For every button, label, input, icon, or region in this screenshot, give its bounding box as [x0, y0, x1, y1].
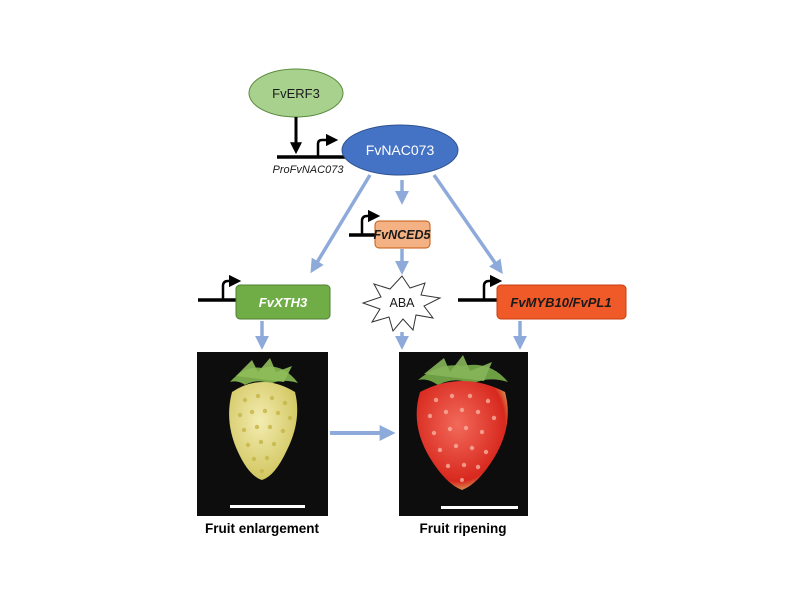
nac073-node: FvNAC073	[341, 124, 459, 176]
caption-ripening: Fruit ripening	[420, 521, 507, 536]
promoter-label: ProFvNAC073	[273, 164, 345, 176]
xth3-label: FvXTH3	[259, 295, 308, 310]
nced5-label: FvNCED5	[374, 228, 432, 242]
myb10-label: FvMYB10/FvPL1	[510, 295, 611, 310]
promoter-element: ProFvNAC073	[273, 133, 352, 176]
nac073-label: FvNAC073	[366, 142, 435, 158]
erf3-label: FvERF3	[272, 86, 320, 101]
aba-label: ABA	[389, 296, 415, 310]
ripe-fruit-photo	[399, 352, 528, 516]
nac073-to-xth3-arrow	[310, 174, 372, 274]
myb10-gene: FvMYB10/FvPL1	[458, 274, 627, 320]
xth3-gene: FvXTH3	[198, 274, 331, 320]
nced5-gene: FvNCED5	[349, 209, 432, 249]
erf3-node: FvERF3	[248, 68, 344, 118]
aba-node: ABA	[361, 275, 442, 333]
unripe-fruit-photo	[197, 352, 328, 516]
nac073-to-myb10-arrow	[432, 174, 503, 275]
caption-enlargement: Fruit enlargement	[205, 521, 320, 536]
